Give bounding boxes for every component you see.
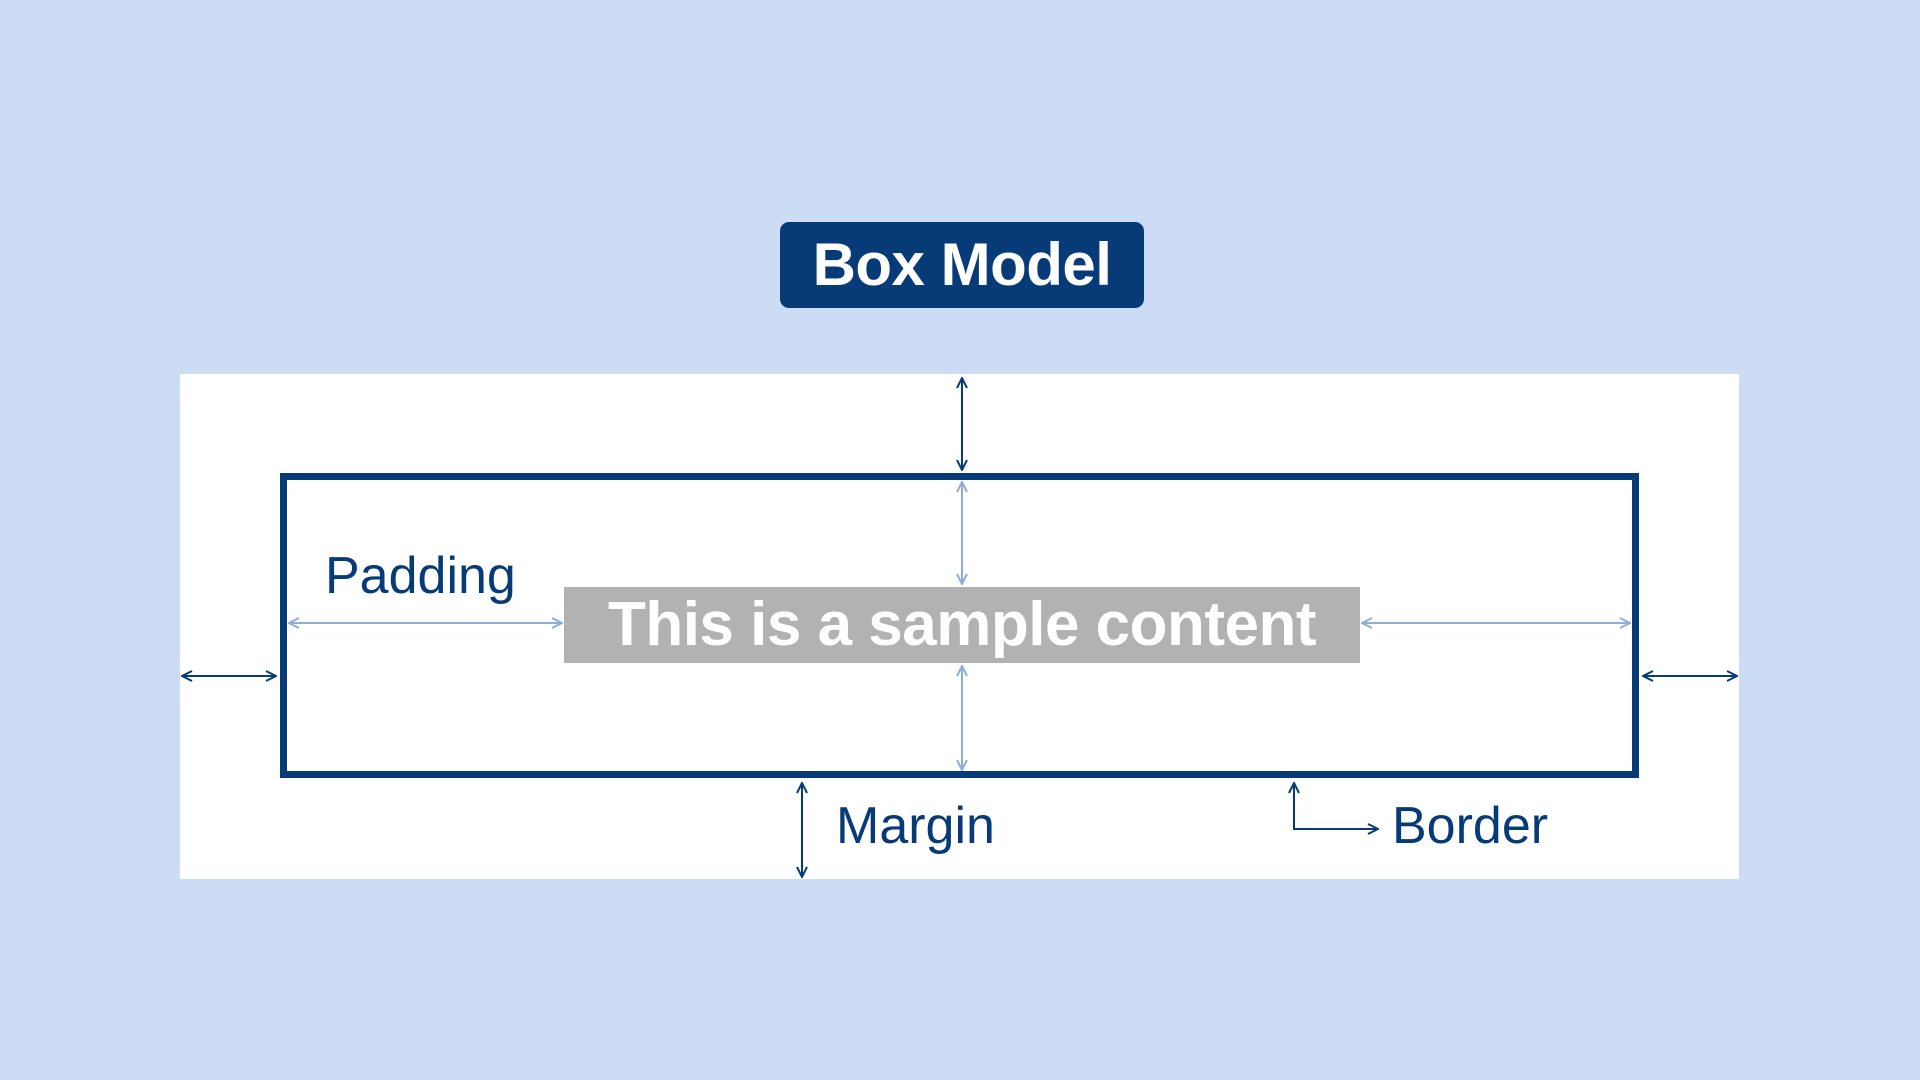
padding-label: Padding [325,547,516,605]
border-label: Border [1392,797,1549,855]
content-box: This is a sample content [564,587,1360,663]
diagram-title: Box Model [812,231,1112,298]
title-badge: Box Model [780,222,1144,308]
margin-label: Margin [836,797,995,855]
content-text: This is a sample content [607,590,1317,659]
